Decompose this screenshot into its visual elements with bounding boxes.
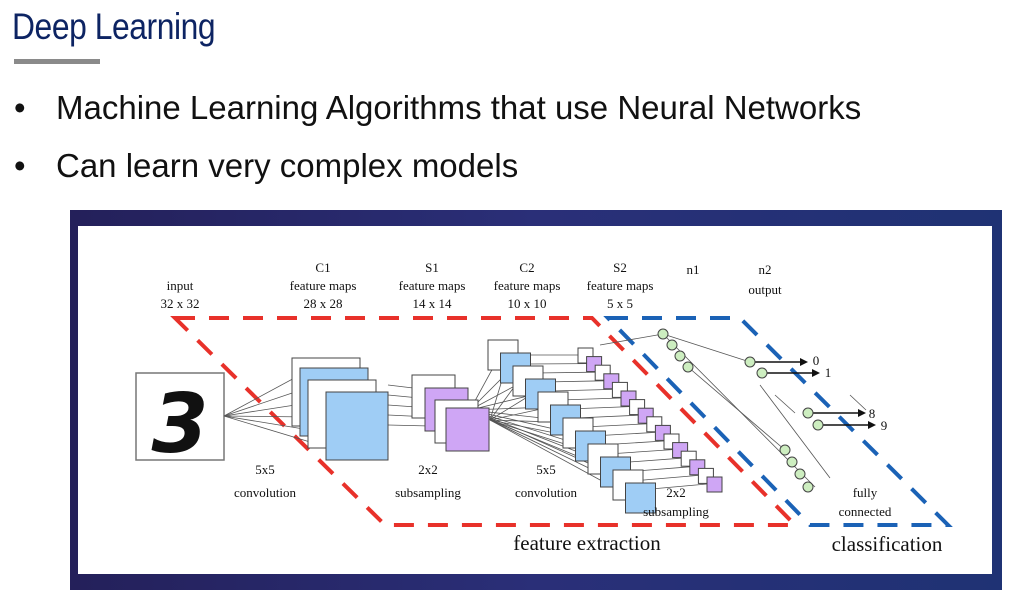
n2-label: n2 bbox=[759, 262, 772, 277]
connection-line bbox=[489, 419, 614, 488]
c1-feature-map bbox=[325, 391, 389, 461]
c2-label: C2 bbox=[519, 260, 534, 275]
bullet-text: Can learn very complex models bbox=[56, 147, 519, 184]
connection-line bbox=[223, 388, 305, 417]
n1-neuron bbox=[674, 350, 686, 362]
arrow-icon bbox=[868, 421, 876, 429]
connection-line bbox=[774, 394, 796, 414]
output-label: 8 bbox=[869, 406, 876, 421]
op-kernel: 5x5 bbox=[536, 462, 556, 477]
op-name: convolution bbox=[515, 485, 578, 500]
bullet-item: • Machine Learning Algorithms that use Ne… bbox=[14, 86, 861, 144]
n2-neuron bbox=[802, 407, 814, 419]
input-label: input bbox=[167, 278, 194, 293]
op-kernel: 2x2 bbox=[666, 485, 686, 500]
connection-line bbox=[559, 397, 622, 401]
op-name: subsampling bbox=[643, 504, 709, 519]
connection-line bbox=[687, 366, 786, 451]
op-kernel: 5x5 bbox=[255, 462, 275, 477]
op-name: connected bbox=[839, 504, 892, 519]
input-size: 32 x 32 bbox=[161, 296, 200, 311]
c1-size: 28 x 28 bbox=[304, 296, 343, 311]
output-label: 1 bbox=[825, 365, 832, 380]
connection-line bbox=[849, 394, 867, 411]
connection-line bbox=[599, 333, 664, 346]
c2-desc: feature maps bbox=[494, 278, 561, 293]
n1-neuron bbox=[779, 444, 791, 456]
n2-neuron bbox=[756, 367, 768, 379]
bullet-item: • Can learn very complex models bbox=[14, 144, 861, 202]
n2-neuron bbox=[744, 356, 756, 368]
n1-neuron bbox=[802, 481, 814, 493]
op-kernel: 2x2 bbox=[418, 462, 438, 477]
connection-line bbox=[489, 408, 542, 421]
input-digit: 3 bbox=[151, 377, 208, 472]
n2-neuron bbox=[812, 419, 824, 431]
connection-line bbox=[387, 424, 431, 427]
feature-maps bbox=[291, 328, 876, 514]
s2-size: 5 x 5 bbox=[607, 296, 633, 311]
s1-desc: feature maps bbox=[399, 278, 466, 293]
title-underline bbox=[14, 59, 100, 64]
c1-label: C1 bbox=[315, 260, 330, 275]
n1-neuron bbox=[786, 456, 798, 468]
arrow-icon bbox=[800, 358, 808, 366]
n1-neuron bbox=[794, 468, 806, 480]
arrow-icon bbox=[858, 409, 866, 417]
c2-feature-map bbox=[625, 482, 656, 514]
op-kernel: fully bbox=[853, 485, 878, 500]
s2-desc: feature maps bbox=[587, 278, 654, 293]
c2-size: 10 x 10 bbox=[508, 296, 547, 311]
n1-label: n1 bbox=[687, 262, 700, 277]
connection-line bbox=[607, 449, 673, 455]
op-name: convolution bbox=[234, 485, 297, 500]
feature-extraction-label: feature extraction bbox=[513, 531, 661, 555]
connection-line bbox=[583, 423, 647, 428]
input-image: 3 bbox=[135, 372, 225, 472]
n1-neuron bbox=[682, 361, 694, 373]
s1-feature-map bbox=[445, 407, 490, 452]
layer-labels: input 32 x 32 C1 feature maps 28 x 28 S1… bbox=[161, 260, 782, 311]
classification-region bbox=[603, 316, 953, 527]
arrow-icon bbox=[812, 369, 820, 377]
bullet-dot-icon: • bbox=[14, 89, 26, 126]
n2-desc: output bbox=[748, 282, 782, 297]
s2-label: S2 bbox=[613, 260, 627, 275]
connection-line bbox=[223, 374, 301, 417]
bullet-list: • Machine Learning Algorithms that use Ne… bbox=[14, 86, 861, 202]
connection-line bbox=[535, 371, 596, 374]
output-label: 9 bbox=[881, 418, 888, 433]
connection-line bbox=[551, 389, 613, 392]
s1-label: S1 bbox=[425, 260, 439, 275]
bullet-text: Machine Learning Algorithms that use Neu… bbox=[56, 89, 862, 126]
n1-neuron bbox=[657, 328, 669, 340]
classification-label: classification bbox=[832, 532, 943, 556]
bullet-dot-icon: • bbox=[14, 147, 26, 184]
connection-line bbox=[759, 384, 831, 479]
feature-extraction-region bbox=[170, 316, 800, 527]
slide-title: Deep Learning bbox=[12, 6, 216, 47]
n1-neuron bbox=[666, 339, 678, 351]
s2-feature-map bbox=[706, 476, 723, 493]
connection-line bbox=[469, 409, 609, 473]
op-name: subsampling bbox=[395, 485, 461, 500]
c1-desc: feature maps bbox=[290, 278, 357, 293]
s1-size: 14 x 14 bbox=[413, 296, 453, 311]
output-label: 0 bbox=[813, 353, 820, 368]
connection-line bbox=[223, 415, 321, 446]
connection-line bbox=[489, 419, 602, 475]
connection-line bbox=[662, 333, 751, 363]
operation-labels: 5x5 convolution 2x2 subsampling 5x5 conv… bbox=[234, 353, 943, 556]
